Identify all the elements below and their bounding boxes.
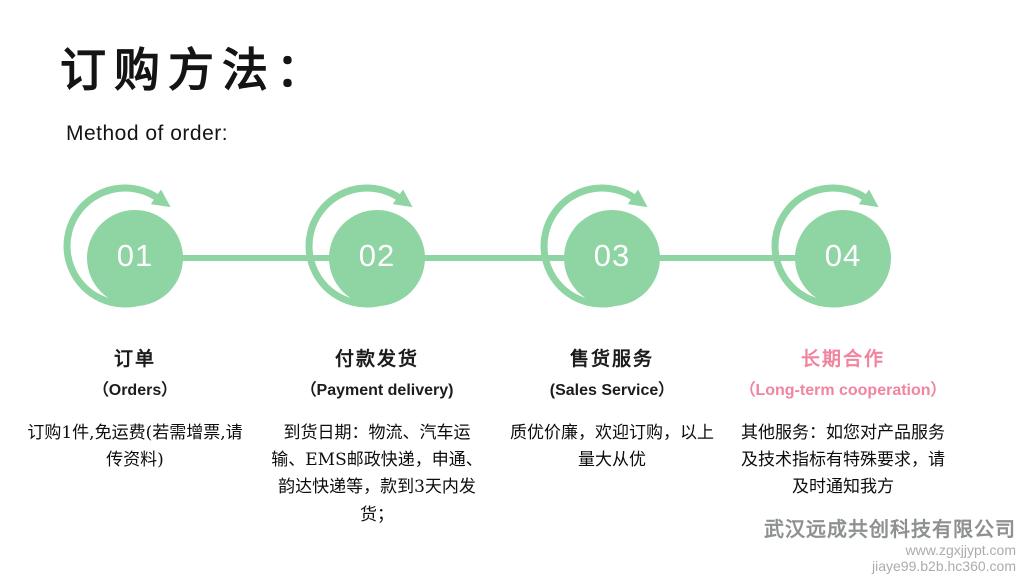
step-1: 01 订单 （Orders） 订购1件,免运费(若需增票,请传资料) (10, 178, 260, 474)
b2b-url: jiaye99.b2b.hc360.com (872, 557, 1016, 574)
step-title: 售货服务 (569, 348, 654, 370)
step-title-en: (Sales Service） (549, 382, 675, 399)
step-number: 03 (593, 238, 631, 273)
step-number: 01 (116, 238, 154, 273)
company-name: 武汉远成共创科技有限公司 (764, 518, 1016, 541)
step-title-en: （Orders） (92, 382, 178, 399)
step-2-node: 02 (302, 178, 452, 328)
step-number: 04 (824, 238, 862, 273)
step-title-en: （Payment delivery) (300, 382, 454, 399)
step-3: 03 售货服务 (Sales Service） 质优价廉，欢迎订购，以上量大从优 (487, 178, 737, 474)
circular-arrow-icon (63, 184, 183, 308)
website-url: www.zgxjjypt.com (905, 541, 1016, 558)
connector-line (135, 255, 843, 261)
step-description: 订购1件,免运费(若需增票,请传资料) (27, 423, 243, 471)
watermark-footer: 武汉远成共创科技有限公司 www.zgxjjypt.com jiaye99.b2… (764, 513, 1016, 574)
step-description: 其他服务：如您对产品服务及技术指标有特殊要求，请及时通知我方 (741, 423, 945, 498)
page-subtitle: Method of order: (66, 122, 229, 145)
step-title: 付款发货 (334, 348, 419, 370)
step-description: 到货日期：物流、汽车运输、EMS邮政快递，申通、韵达快递等，款到3天内发货； (271, 423, 483, 525)
circular-arrow-icon (305, 184, 425, 308)
circular-arrow-icon (771, 184, 891, 308)
step-title: 长期合作 (800, 348, 885, 370)
page-title: 订购方法： (60, 43, 330, 97)
circular-arrow-icon (540, 184, 660, 308)
step-number: 02 (358, 238, 396, 273)
step-description: 质优价廉，欢迎订购，以上量大从优 (510, 423, 714, 471)
step-4: 04 长期合作 （Long-term cooperation） 其他服务：如您对… (718, 178, 968, 502)
step-3-node: 03 (537, 178, 687, 328)
step-4-node: 04 (768, 178, 918, 328)
step-title-en: （Long-term cooperation） (739, 382, 947, 399)
step-2: 02 付款发货 （Payment delivery) 到货日期：物流、汽车运输、… (252, 178, 502, 529)
step-title: 订单 (113, 348, 156, 370)
step-1-node: 01 (60, 178, 210, 328)
